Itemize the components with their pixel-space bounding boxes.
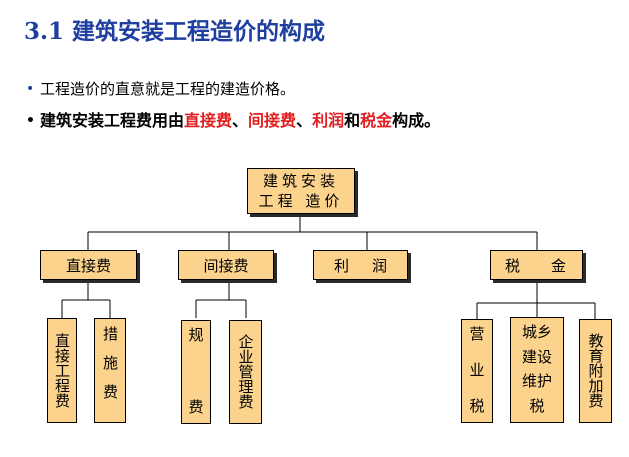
label-tax-char-1: 税 <box>505 256 521 275</box>
bullet-list: • 工程造价的直意就是工程的建造价格。 • 建筑安装工程费用由直接费、间接费、利… <box>26 78 440 142</box>
label-fees-char-1: 规 <box>188 326 204 344</box>
bullet-dot-icon: • <box>26 81 35 97</box>
bullet-text-2-suffix: 构成。 <box>392 111 441 130</box>
keyword-profit: 利润 <box>312 111 345 130</box>
label-profit-char-1: 利 <box>334 256 350 275</box>
bullet-item-2: • 建筑安装工程费用由直接费、间接费、利润和税金构成。 <box>26 110 440 142</box>
box-indirect-cost: 间接费 <box>178 250 274 280</box>
root-line-1: 建筑安装 <box>262 172 339 190</box>
label-urban-line-3: 维护 <box>521 372 552 391</box>
box-enterprise-management-fee: 企业管理费 <box>229 320 262 424</box>
page-title: 3.1 建筑安装工程造价的构成 <box>24 18 326 45</box>
bullet-dot-icon: • <box>26 113 35 129</box>
label-business-tax-char-2: 业 <box>469 361 485 379</box>
separator: 、 <box>296 111 313 130</box>
root-box: 建筑安装 工程 造价 <box>247 168 355 214</box>
conjunction: 和 <box>344 111 361 130</box>
label-urban-line-1: 城乡 <box>521 323 552 341</box>
label-business-tax-char-1: 营 <box>469 325 485 343</box>
bullet-item-1: • 工程造价的直意就是工程的建造价格。 <box>26 78 440 110</box>
keyword-direct-cost: 直接费 <box>184 111 233 130</box>
label-fees-char-2: 费 <box>188 398 204 416</box>
keyword-indirect-cost: 间接费 <box>248 111 297 130</box>
label-direct-engineering-cost: 直接工程费 <box>53 333 71 408</box>
box-measures-cost: 措施费 <box>94 318 126 423</box>
box-profit: 利 润 <box>313 250 408 280</box>
label-direct-cost: 直接费 <box>65 256 111 275</box>
bullet-text-2-prefix: 建筑安装工程费用由 <box>40 111 185 130</box>
box-business-tax: 营 业 税 <box>461 319 493 423</box>
label-profit-char-2: 润 <box>371 256 387 275</box>
label-measures-cost: 措施费 <box>101 326 119 413</box>
bullet-text-1: 工程造价的直意就是工程的建造价格。 <box>40 80 296 98</box>
label-urban-line-2: 建设 <box>521 347 552 366</box>
label-education-surcharge: 教育附加费 <box>586 332 605 408</box>
label-urban-line-4: 税 <box>529 396 545 415</box>
box-tax: 税 金 <box>490 250 583 280</box>
label-tax-char-2: 金 <box>550 256 566 275</box>
box-direct-cost: 直接费 <box>40 250 137 280</box>
box-direct-engineering-cost: 直接工程费 <box>47 318 77 423</box>
keyword-tax: 税金 <box>360 111 393 130</box>
label-business-tax-char-3: 税 <box>469 397 485 415</box>
root-line-2: 工程 造价 <box>258 192 344 210</box>
label-indirect-cost: 间接费 <box>203 256 249 275</box>
label-enterprise-management-fee: 企业管理费 <box>236 333 255 409</box>
box-urban-maintenance-tax: 城乡 建设 维护 税 <box>510 317 564 423</box>
separator: 、 <box>232 111 249 130</box>
box-education-surcharge: 教育附加费 <box>579 319 612 423</box>
box-fees: 规 费 <box>181 320 211 424</box>
